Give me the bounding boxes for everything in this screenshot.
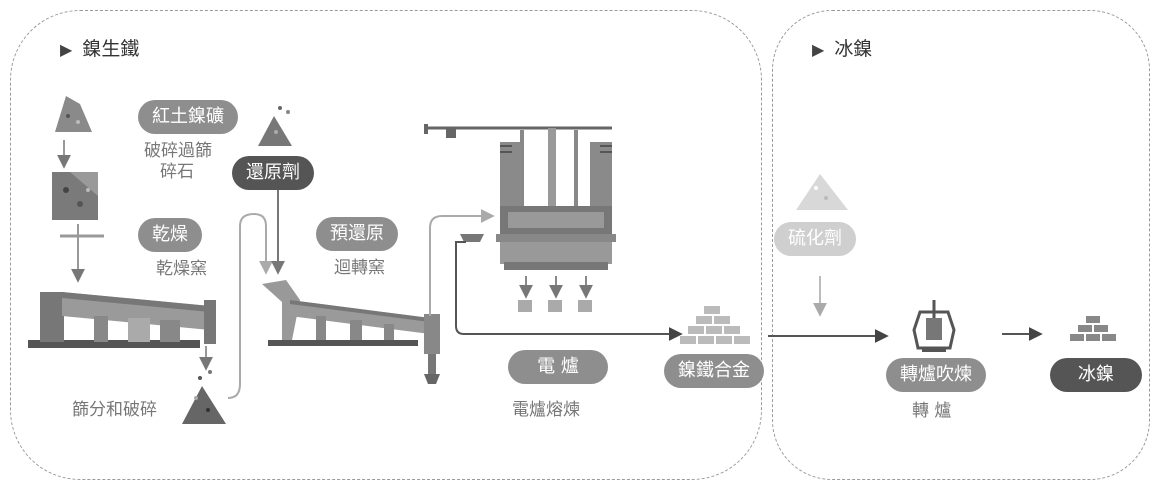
ferronickel-alloy-label: 鎳鐵合金 [664,354,764,388]
converter-icon [912,300,956,352]
crush-sieve-label-line1: 破碎過篩 [144,141,212,161]
drying-kiln-label: 乾燥窯 [156,259,207,279]
laterite-ore-pile-icon [55,96,92,132]
rotary-kiln-label: 迴轉窯 [334,258,385,278]
sulfurizing-agent-label: 硫化劑 [774,222,856,256]
electric-furnace-smelting-label: 電爐熔煉 [512,400,580,420]
crusher-icon [52,172,98,220]
crushed-ore-pile-icon [182,370,226,424]
nickel-matte-panel-title: ▶冰鎳 [812,38,873,60]
drying-label: 乾燥 [138,218,202,252]
crush-sieve-label-line2: 碎石 [160,162,194,182]
reductant-label: 還原劑 [232,156,314,190]
triangle-marker-icon: ▶ [812,40,825,59]
rotary-kiln-icon [262,280,440,384]
converter-blowing-label: 轉爐吹煉 [886,358,986,392]
nickel-matte-ingot-stack-icon [1070,316,1116,341]
electric-furnace-icon [424,124,616,270]
pig-iron-panel-title: ▶鎳生鐵 [60,38,140,60]
nickel-matte-label: 冰鎳 [1050,358,1142,392]
triangle-marker-icon: ▶ [60,40,73,59]
prereduction-label: 預還原 [316,217,398,251]
laterite-ore-label: 紅土鎳礦 [138,100,238,134]
converter-label: 轉 爐 [912,401,952,421]
reductant-pile-icon [258,106,292,146]
electric-furnace-label: 電 爐 [508,350,608,384]
sieve-and-crush-label: 篩分和破碎 [72,400,157,420]
sulfurizing-agent-pile-icon [796,174,848,210]
drying-kiln-icon [28,292,216,348]
ferronickel-ingot-stack-icon [680,306,750,344]
